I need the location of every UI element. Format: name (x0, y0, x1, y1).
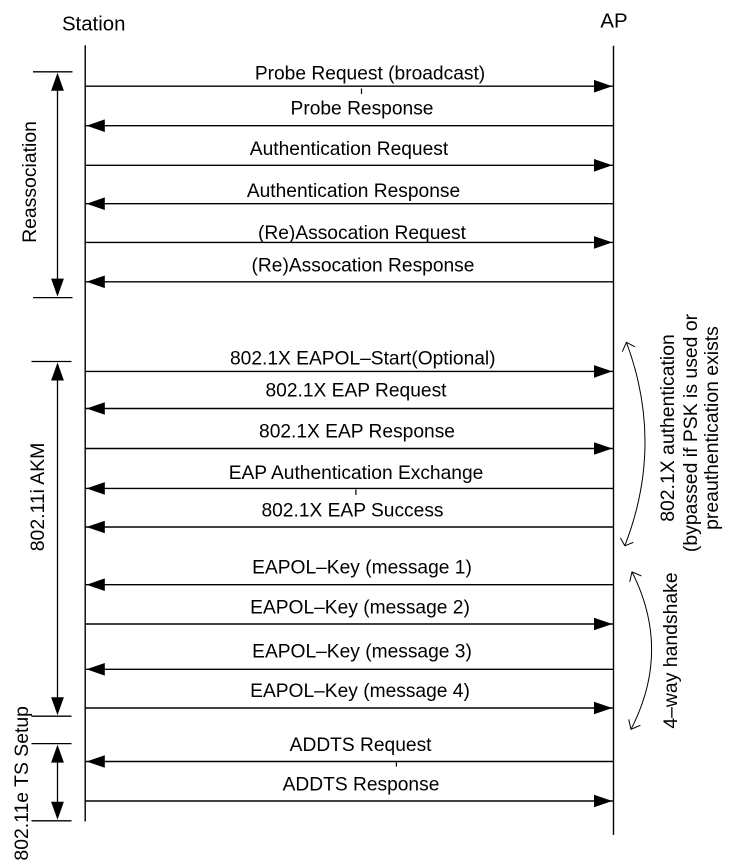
svg-text:802.1X authentication: 802.1X authentication (657, 334, 679, 522)
svg-text:(Re)Assocation Response: (Re)Assocation Response (252, 255, 475, 276)
svg-text:Authentication Response: Authentication Response (247, 181, 460, 202)
svg-text:Authentication Request: Authentication Request (250, 139, 449, 160)
svg-text:Reassociation: Reassociation (19, 121, 41, 243)
svg-text:802.1X EAPOL–Start(Optional): 802.1X EAPOL–Start(Optional) (230, 348, 496, 369)
svg-text:EAPOL–Key (message 4): EAPOL–Key (message 4) (250, 681, 470, 702)
svg-text:EAPOL–Key (message 3): EAPOL–Key (message 3) (252, 642, 472, 663)
svg-text:(bypassed if PSK is used or: (bypassed if PSK is used or (680, 313, 702, 552)
svg-text:EAPOL–Key (message 2): EAPOL–Key (message 2) (250, 597, 470, 618)
svg-text:AP: AP (600, 11, 627, 33)
svg-text:802.11i AKM: 802.11i AKM (27, 443, 49, 552)
svg-text:Probe Response: Probe Response (291, 98, 434, 119)
svg-text:EAP Authentication Exchange: EAP Authentication Exchange (229, 463, 484, 484)
svg-text:(Re)Assocation Request: (Re)Assocation Request (258, 223, 467, 244)
svg-text:4–way handshake: 4–way handshake (660, 572, 682, 728)
svg-text:802.11e TS Setup: 802.11e TS Setup (11, 706, 33, 861)
svg-text:Probe Request (broadcast): Probe Request (broadcast) (255, 64, 485, 85)
svg-text:802.1X EAP Response: 802.1X EAP Response (259, 421, 455, 442)
svg-text:ADDTS Response: ADDTS Response (283, 774, 440, 795)
svg-text:ADDTS Request: ADDTS Request (290, 735, 432, 756)
svg-text:EAPOL–Key (message 1): EAPOL–Key (message 1) (252, 557, 472, 578)
svg-text:Station: Station (62, 13, 125, 35)
svg-text:802.1X EAP Request: 802.1X EAP Request (266, 380, 448, 401)
svg-text:802.1X EAP Success: 802.1X EAP Success (261, 500, 443, 521)
svg-text:preauthentication exists: preauthentication exists (701, 326, 723, 530)
